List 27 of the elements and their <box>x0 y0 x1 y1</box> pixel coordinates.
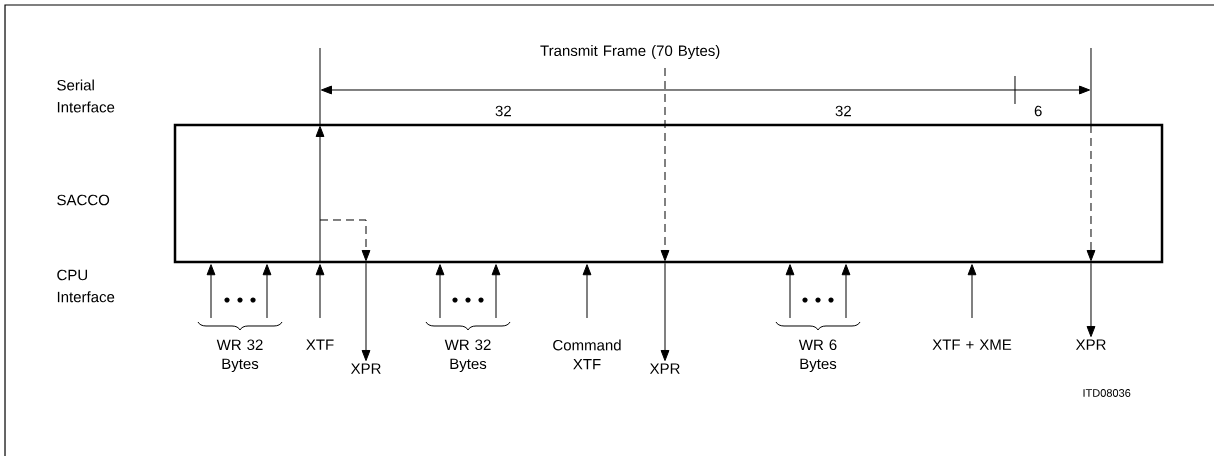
arrow <box>582 264 592 319</box>
signal-label: XPR <box>649 363 680 374</box>
signal-label: Command XTF <box>553 339 621 370</box>
arrow <box>491 264 501 319</box>
signal-label: WR 32 Bytes <box>216 339 263 373</box>
arrow <box>315 264 325 319</box>
arrow <box>785 264 795 319</box>
arrow <box>841 264 851 319</box>
text-label: SACCO <box>57 194 110 206</box>
signal-label: WR 6 Bytes <box>798 339 837 373</box>
arrow <box>967 264 977 319</box>
signal-label: XPR <box>350 363 381 374</box>
signal-label: XPR <box>1075 339 1106 350</box>
text-label: ITD08036 <box>1083 389 1131 397</box>
text-label: Serial Interface <box>57 79 115 113</box>
arrow <box>435 264 445 319</box>
sacco-box <box>173 123 1164 264</box>
arrow <box>206 264 216 319</box>
arrow <box>660 262 670 362</box>
text-label: CPU Interface <box>57 269 115 303</box>
signal-label: XTF <box>306 339 334 350</box>
text-label: Transmit Frame (70 Bytes) <box>540 45 720 59</box>
arrow <box>361 262 371 362</box>
arrow <box>1086 262 1096 338</box>
arrow <box>262 264 272 319</box>
signal-label: XTF + XME <box>932 339 1012 350</box>
signal-label: WR 32 Bytes <box>444 339 491 373</box>
